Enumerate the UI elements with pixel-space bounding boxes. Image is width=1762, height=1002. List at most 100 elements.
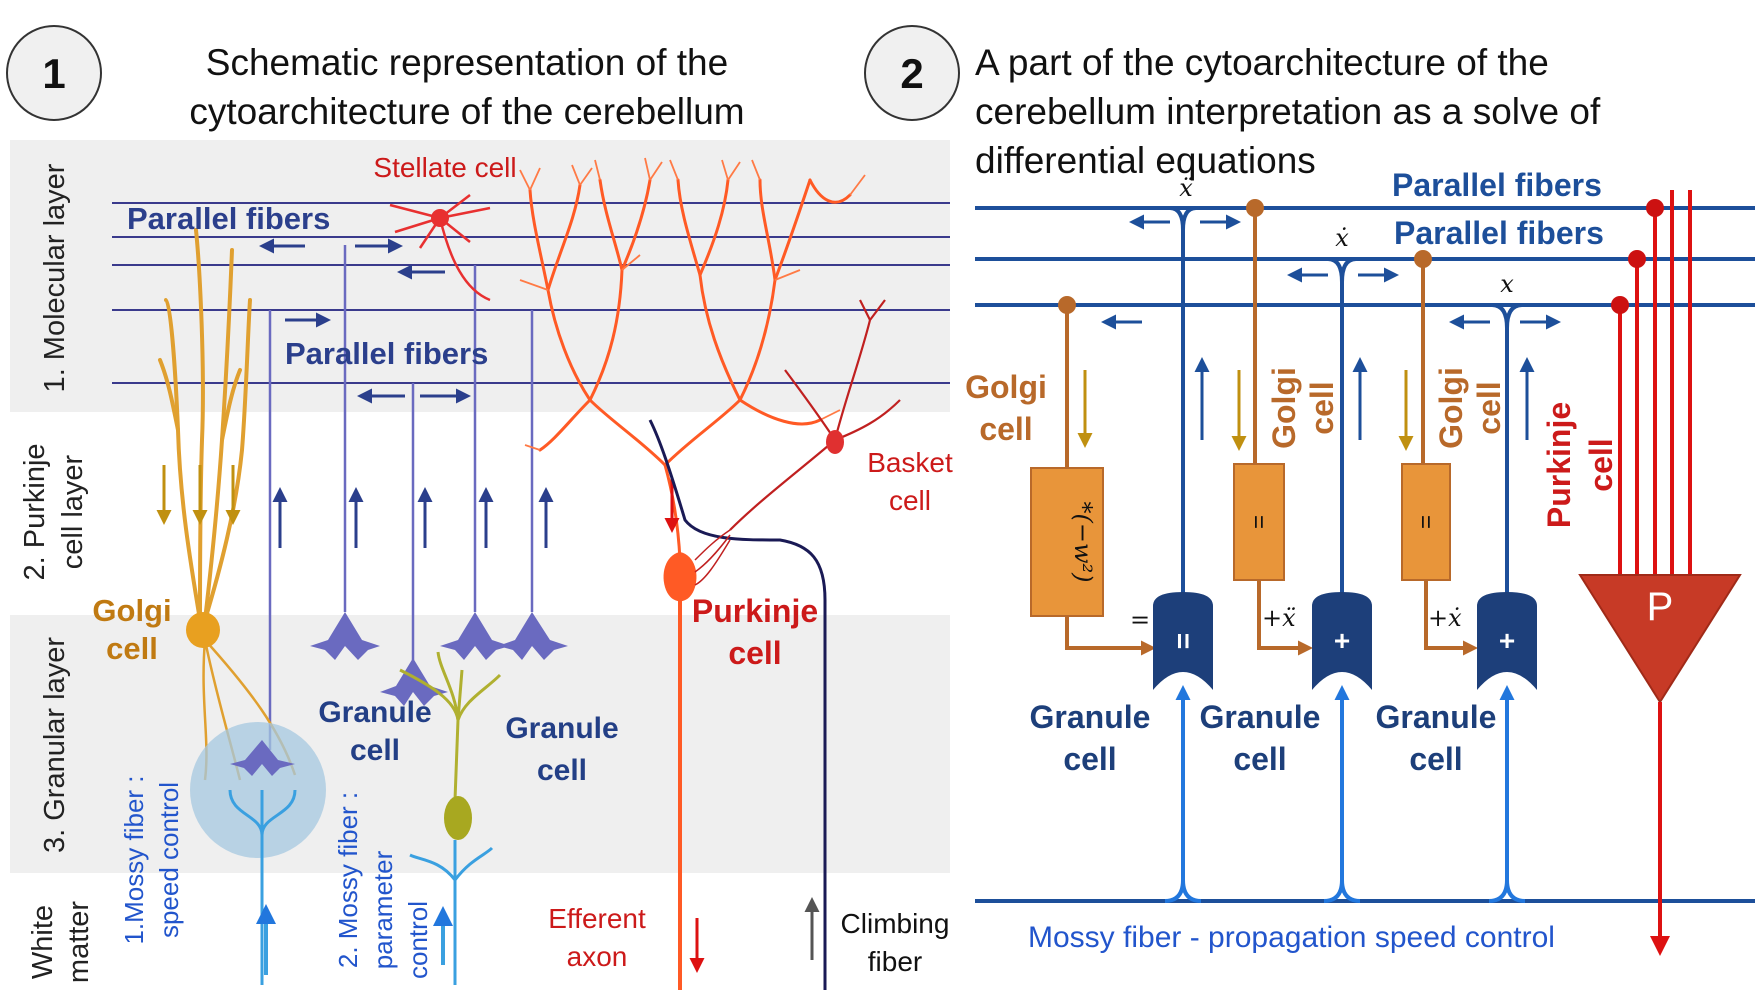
label-mossy1-line1: 1.Mossy fiber : xyxy=(119,775,149,944)
label-pf2-2: Parallel fibers xyxy=(1394,215,1604,251)
label-granule2-line2: cell xyxy=(1233,741,1286,777)
panel-1-title-line1: Schematic representation of the xyxy=(206,42,728,83)
label-climbing-line2: fiber xyxy=(868,946,922,977)
panel-2-title-line1: A part of the cytoarchitecture of the xyxy=(975,42,1549,83)
gate3-text: + xyxy=(1499,625,1515,656)
label-purkinje2-line2: cell xyxy=(1583,438,1619,491)
golgi-down-arrows xyxy=(156,465,241,525)
label-parallel-fibers-top: Parallel fibers xyxy=(127,201,330,236)
label-pf2-1: Parallel fibers xyxy=(1392,167,1602,203)
label-granule-big-line2: cell xyxy=(537,754,587,787)
panel-2-title-line3: differential equations xyxy=(975,140,1316,181)
panel-2-number: 2 xyxy=(900,50,923,97)
granular-layer-band xyxy=(10,615,950,873)
panel2-purkinje-dendrites xyxy=(1618,190,1692,575)
basket-cell-processes xyxy=(729,299,901,531)
label-mossy2-line1: 2. Mossy fiber : xyxy=(333,792,363,968)
label-x: x xyxy=(1500,270,1514,298)
purkinje-P: P xyxy=(1647,585,1674,629)
golgi-operator-box-3 xyxy=(1401,463,1451,581)
glomerulus xyxy=(190,722,326,858)
label-granule-big-line1: Granule xyxy=(505,712,618,745)
label-parallel-fibers-mid: Parallel fibers xyxy=(285,336,488,371)
label-mossy-panel2: Mossy fiber - propagation speed control xyxy=(1028,921,1555,954)
label-efferent-line1: Efferent xyxy=(548,903,646,934)
label-granule1-line2: cell xyxy=(1063,741,1116,777)
label-golgi-cell-line2: cell xyxy=(106,631,158,666)
golgi-op3-text: = xyxy=(1412,515,1439,529)
plus-xddot: +ẍ xyxy=(1262,604,1296,632)
eq-input-1: = xyxy=(1130,606,1150,634)
mossy-fiber-1 xyxy=(228,789,297,985)
granule-gate-1 xyxy=(1153,592,1213,690)
purkinje-triangle xyxy=(1578,574,1742,704)
label-mossy2-line3: control xyxy=(403,901,433,979)
label-purkinje2-line1: Purkinje xyxy=(1541,402,1577,528)
label-purkinje-line1: Purkinje xyxy=(692,593,818,629)
label-x-ddot: ẍ xyxy=(1179,174,1193,202)
panel-1-number-circle xyxy=(6,25,102,121)
olive-granule-body xyxy=(444,796,472,840)
label-purkinje-line2: cell xyxy=(728,635,781,671)
label-basket-line1: Basket xyxy=(867,447,953,478)
panel-1: 1 Schematic representation of the cytoar… xyxy=(6,25,953,990)
olive-granule-dendrites xyxy=(399,651,502,801)
label-granule-small-line1: Granule xyxy=(318,696,431,729)
label-granule-small-line2: cell xyxy=(350,734,400,767)
panel2-golgi-down-arrows xyxy=(1077,370,1414,451)
panel2-golgi-stems xyxy=(1065,208,1425,468)
granule-gate-3 xyxy=(1477,592,1537,690)
label-golgi1-line1: Golgi xyxy=(965,369,1047,405)
label-golgi2-line2: cell xyxy=(1304,381,1340,434)
golgi-op2-text: = xyxy=(1245,515,1272,529)
panel2-granule-axons xyxy=(1169,206,1523,600)
parallel-fiber-arrows xyxy=(259,238,471,404)
gate2-text: + xyxy=(1334,625,1350,656)
granule-cells xyxy=(230,612,568,776)
gate1-text: = xyxy=(1168,633,1199,649)
panel2-fiber-arrows xyxy=(1101,214,1561,330)
label-golgi2-line1: Golgi xyxy=(1266,367,1302,449)
purkinje-dendritic-tree xyxy=(528,178,852,562)
plus-xdot: +ẋ xyxy=(1428,604,1462,632)
granule-axons xyxy=(268,245,534,750)
molecular-layer-band xyxy=(10,140,950,412)
stellate-cell-body xyxy=(431,209,449,227)
climbing-fiber xyxy=(648,419,827,990)
label-mossy1-line2: speed control xyxy=(154,782,184,938)
label-golgi3-line2: cell xyxy=(1471,381,1507,434)
basket-synapse-fibers xyxy=(694,529,731,586)
ascending-arrows xyxy=(272,487,554,548)
label-granule3-line1: Granule xyxy=(1376,699,1497,735)
label-granule1-line1: Granule xyxy=(1030,699,1151,735)
panel-2-title-line2: cerebellum interpretation as a solve of xyxy=(975,91,1601,132)
golgi-operator-box-1 xyxy=(1030,467,1104,617)
label-granule3-line2: cell xyxy=(1409,741,1462,777)
label-stellate-cell: Stellate cell xyxy=(373,152,516,183)
golgi-cell-body xyxy=(186,612,220,648)
panel-2-number-circle xyxy=(864,25,960,121)
layer-label-white-line1: White xyxy=(27,905,59,979)
label-x-dot: ẋ xyxy=(1335,224,1349,252)
panel-1-title-line2: cytoarchitecture of the cerebellum xyxy=(189,91,744,132)
layer-label-granular: 3. Granular layer xyxy=(39,637,71,853)
layer-label-purkinje-line1: 2. Purkinje xyxy=(19,443,51,580)
panel2-up-arrows xyxy=(1194,357,1535,440)
label-golgi3-line1: Golgi xyxy=(1433,367,1469,449)
layer-label-purkinje-line2: cell layer xyxy=(57,454,89,569)
purkinje-fine-branches xyxy=(519,157,866,451)
label-golgi-cell-line1: Golgi xyxy=(92,593,171,628)
golgi-cell-dendrites xyxy=(158,228,252,622)
granule-gate-2 xyxy=(1312,592,1372,690)
label-golgi1-line2: cell xyxy=(979,411,1032,447)
panel-1-number: 1 xyxy=(42,50,65,97)
layer-label-white-line2: matter xyxy=(63,901,95,984)
golgi-operator-box-2 xyxy=(1233,463,1285,581)
label-basket-line2: cell xyxy=(889,485,931,516)
label-climbing-line1: Climbing xyxy=(841,908,950,939)
purkinje-cell-body xyxy=(663,552,697,602)
golgi-op1-text: *(−w²) xyxy=(1069,502,1097,583)
mossy-fiber-2 xyxy=(409,840,494,985)
